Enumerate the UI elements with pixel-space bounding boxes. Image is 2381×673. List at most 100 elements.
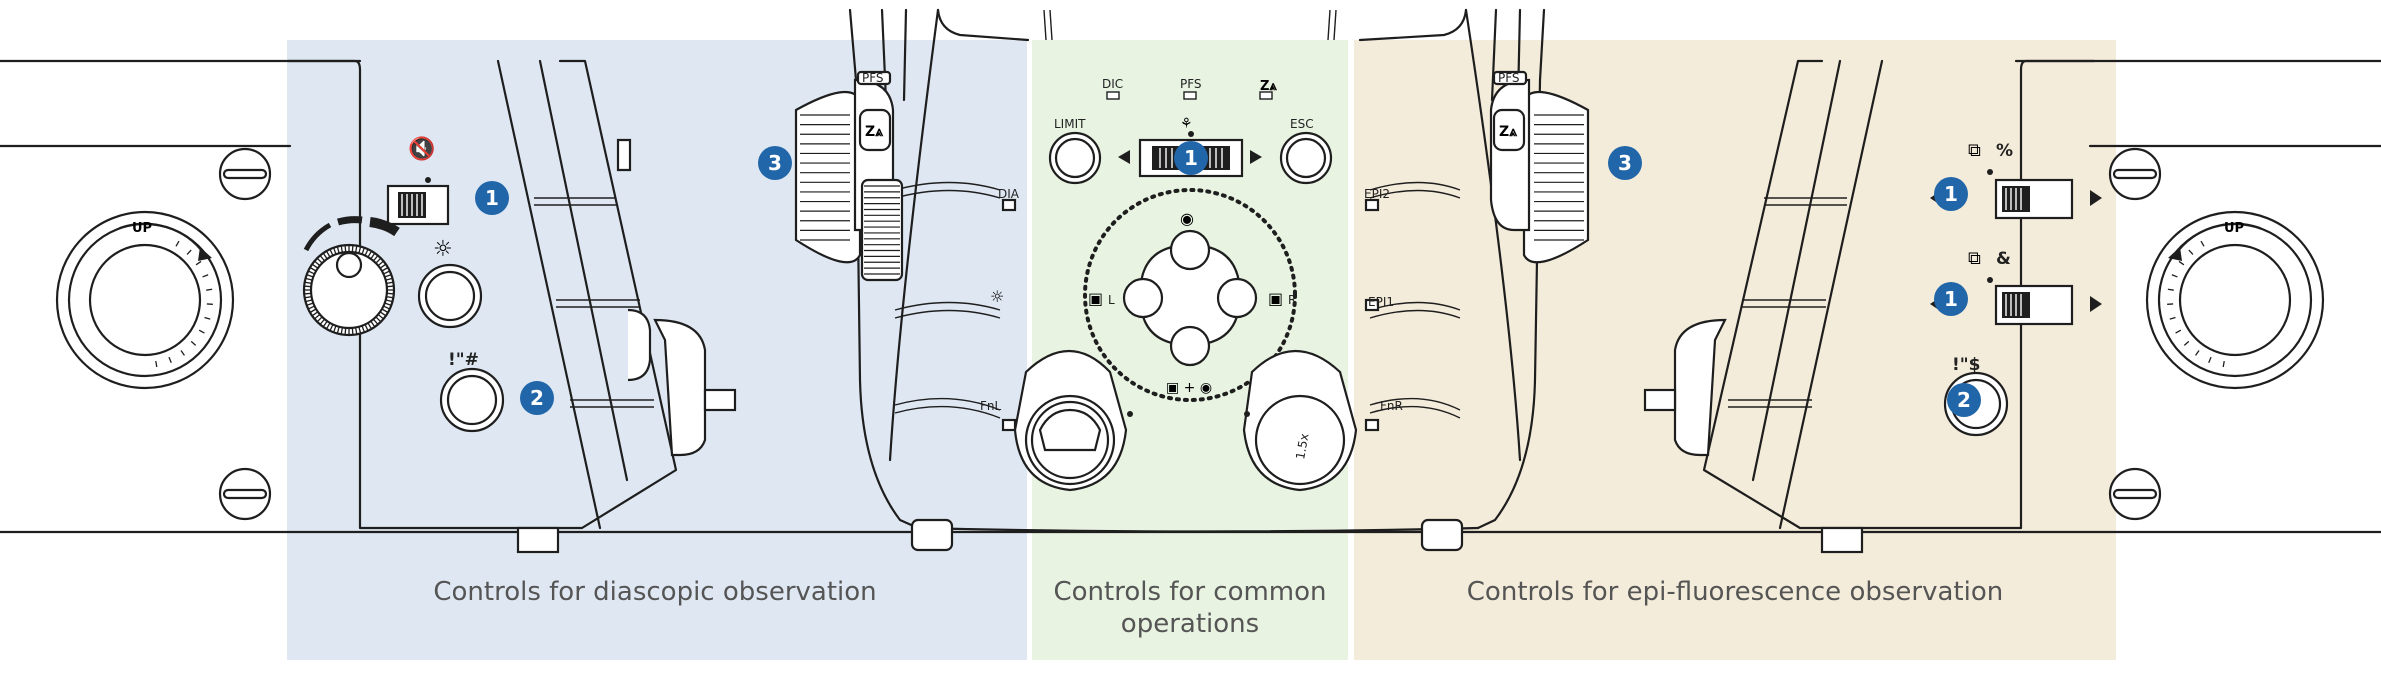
z-escape-indicator-icon: Z⩓ [1260,79,1277,94]
tick-mark [384,302,392,307]
tick-mark [307,305,315,310]
epi1-label: EPI1 [1368,295,1394,309]
tick-mark [329,324,334,332]
tick-mark [364,324,369,332]
pfs-center-label: PFS [1180,77,1202,91]
dia-shutter-button[interactable]: !"# [439,350,505,433]
tick-mark [329,248,334,256]
left-screws [218,147,272,521]
dpad-right-button[interactable] [1216,277,1258,319]
badge-right-knob-text: 3 [1618,151,1632,175]
fnl-label: FnL [980,399,1002,413]
badge-dia-button: 2 [520,381,554,415]
tick-mark [311,263,319,269]
tick-mark [354,327,358,335]
tick-mark [319,255,326,262]
z-escape-icon: Z⩓ [865,124,884,140]
tick-mark [322,320,328,328]
tick-mark [314,260,321,267]
tick-mark [186,249,192,255]
dpad-down-button[interactable] [1169,325,1211,367]
limit-label: LIMIT [1054,117,1086,131]
tick-mark [372,255,379,262]
tick-mark [336,326,340,334]
epi-switch-lower[interactable]: ⧉ & [1930,248,2102,326]
tick-mark [2183,340,2190,346]
esc-button[interactable]: ESC [1279,117,1333,185]
dic-label: DIC [1102,77,1123,91]
tick-mark [316,257,323,264]
left-bottom-dial[interactable] [1013,350,1133,492]
tick-mark [195,260,202,266]
right-stage-knob: UP [2145,210,2325,390]
tick-mark [314,313,321,320]
dia-intensity-dial[interactable] [302,216,400,337]
camera-dpad: ◉ ▣ L ▣ R ▣ + ◉ [1083,188,1297,402]
right-body [1643,59,2096,554]
lamp-button[interactable]: ☼ [417,237,483,329]
tick-mark [309,266,317,272]
limit-button[interactable]: LIMIT [1048,117,1102,185]
tick-mark [2188,249,2194,255]
tick-mark [325,250,331,258]
tick-mark [386,292,394,295]
dia-condenser-switch[interactable]: 🔇 [386,136,450,226]
esc-label: ESC [1290,117,1314,131]
epi-lower-symbol: & [1996,249,2011,269]
caption-diascopic: Controls for diascopic observation [433,577,876,607]
tick-mark [2175,329,2182,334]
epi-switch-upper[interactable]: ⧉ % [1930,140,2102,220]
tick-mark [364,248,369,256]
camera-eye-icon: ▣ + ◉ [1166,380,1212,396]
tick-mark [204,316,211,320]
tick-mark [304,285,312,288]
tick-mark [198,329,205,334]
badge-epi-button-text: 2 [1957,388,1971,412]
caption-common-line1: Controls for common [1053,577,1326,607]
cam-r-label: R [1288,293,1296,307]
tick-mark [361,247,366,255]
tick-mark [2200,240,2205,247]
tick-mark [351,245,354,253]
right-focus-knob[interactable]: PFS Z⩓ [1489,70,1590,264]
tick-mark [375,257,382,264]
right-screws [2108,147,2162,521]
tick-mark [370,320,376,328]
epi2-label: EPI2 [1364,187,1390,201]
shutter-icon: ⚘ [1180,116,1193,132]
tick-mark [190,340,197,346]
badge-dia-switch-text: 1 [485,186,499,210]
tick-mark [381,266,389,272]
dia-label: DIA [998,187,1020,201]
dpad-left-button[interactable] [1122,277,1164,319]
badge-center-switch-text: 1 [1184,146,1198,170]
tick-mark [304,281,312,285]
epi-lower-icon: ⧉ [1968,248,1981,269]
tick-mark [367,322,373,330]
tick-mark [155,360,158,368]
left-focus-knob[interactable]: PFS Z⩓ [794,70,904,282]
tick-mark [386,281,394,285]
tick-mark [377,313,384,320]
tick-mark [351,327,354,335]
zoom-dial-label: 1.5x [1293,432,1311,460]
zoom-dial[interactable]: 1.5x [1242,350,1358,492]
tick-mark [180,350,185,356]
tick-mark [2167,288,2174,291]
epi-section-bg [1354,40,2116,660]
tick-mark [304,295,312,299]
tick-mark [340,327,344,335]
tick-mark [2195,350,2200,356]
badge-epi-upper-text: 1 [1944,182,1958,206]
tick-mark [311,311,319,317]
tick-mark [385,277,393,281]
tick-mark [306,302,314,307]
badge-epi-lower-text: 1 [1944,287,1958,311]
dpad-up-button[interactable] [1169,229,1211,271]
tick-mark [344,245,347,253]
tick-mark [344,327,347,335]
tick-mark [2171,274,2178,278]
tick-mark [379,263,387,269]
tick-mark [2178,260,2185,266]
